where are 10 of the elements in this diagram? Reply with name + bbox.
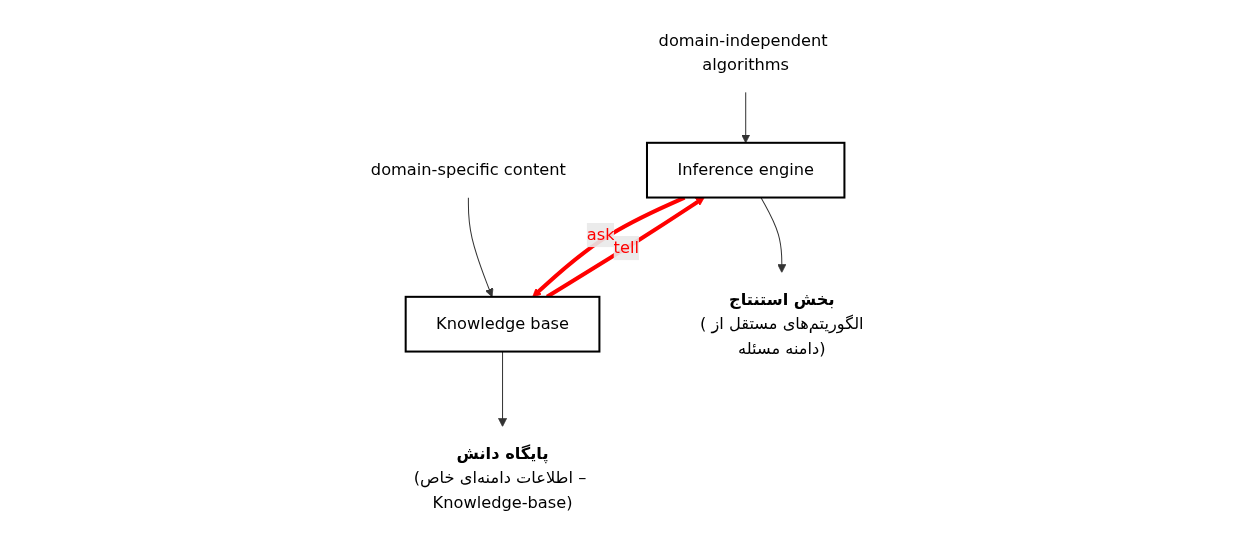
edge-label: tell bbox=[613, 237, 639, 258]
node-text: domain-independent algorithms bbox=[658, 30, 828, 74]
node-text: domain-specific content bbox=[370, 160, 566, 180]
node-box: Knowledge base bbox=[404, 295, 601, 353]
node-box: Inference engine bbox=[645, 141, 846, 199]
edge-label: ask bbox=[586, 224, 615, 245]
arrow bbox=[498, 351, 507, 427]
node-text: پایگاه دانش (اطلاعات دامنه‌ای خاص – Knowledge-base) bbox=[413, 443, 587, 512]
arrow bbox=[760, 197, 787, 273]
node-text: بخش استنتاج (الگوریتم‌های مستقل از دامنه مسئله) bbox=[699, 289, 864, 358]
